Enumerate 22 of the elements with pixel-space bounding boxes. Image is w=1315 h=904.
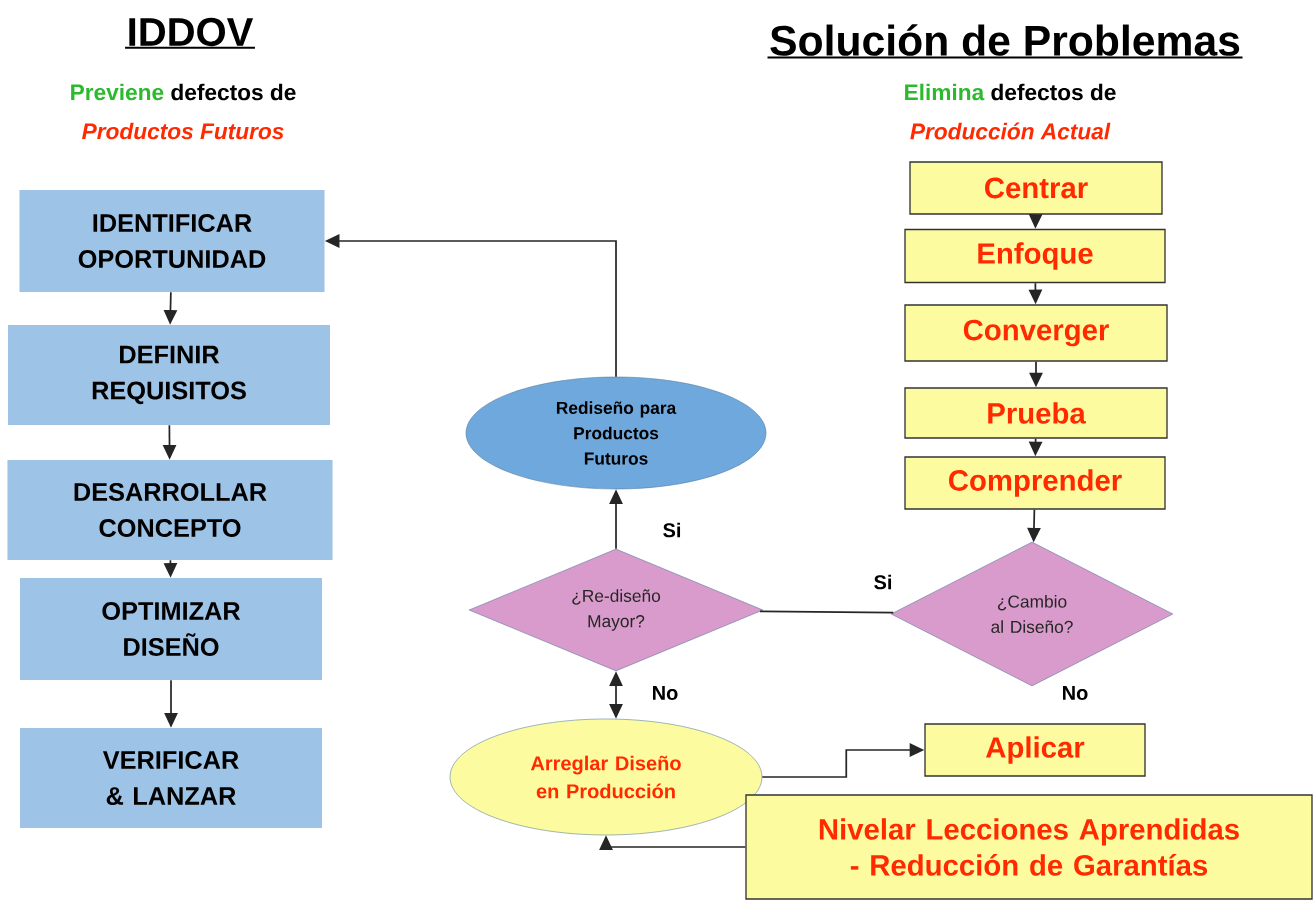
process-box: IDENTIFICAR OPORTUNIDAD xyxy=(19,190,325,292)
heading: IDDOV xyxy=(125,17,255,49)
heading: Solución de Problemas xyxy=(767,24,1243,59)
step-box: Centrar xyxy=(909,161,1163,215)
process-box: OPTIMIZAR DISEÑO xyxy=(20,578,322,680)
step-box: Enfoque xyxy=(904,228,1166,284)
subtitle: Previene defectos de xyxy=(71,83,296,101)
subtitle: Elimina defectos de xyxy=(905,83,1116,101)
subtitle: Productos Futuros xyxy=(82,122,284,140)
step-box: Converger xyxy=(904,304,1168,362)
step-box: Prueba xyxy=(904,387,1168,439)
process-box: DEFINIR REQUISITOS xyxy=(8,325,330,425)
process-box: VERIFICAR & LANZAR xyxy=(20,728,322,828)
step-box: Aplicar xyxy=(924,723,1146,777)
process-box: DESARROLLAR CONCEPTO xyxy=(7,460,333,560)
subtitle: Producción Actual xyxy=(910,122,1111,140)
branch-label: No xyxy=(1063,686,1088,700)
edge-label: Si xyxy=(663,522,681,538)
step-box: Nivelar Lecciones Aprendidas - Reducción de Garantías xyxy=(745,794,1313,900)
edge-label: No xyxy=(653,686,678,700)
edge-label: Si xyxy=(874,574,892,590)
step-box: Comprender xyxy=(904,456,1166,510)
